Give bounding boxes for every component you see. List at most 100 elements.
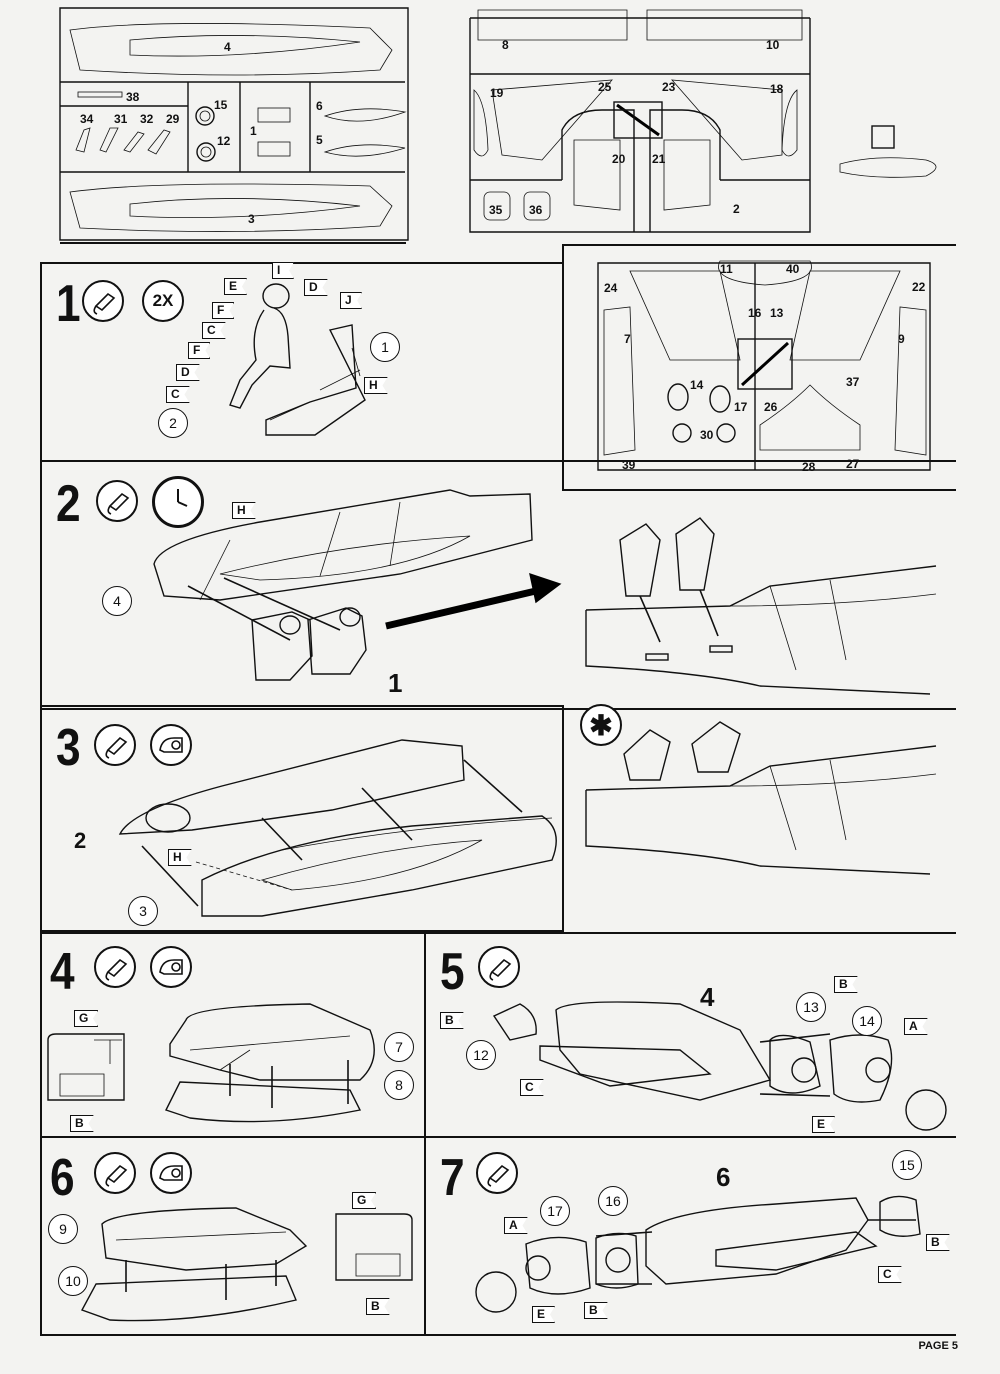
callout-part-4: 4 [102,586,132,616]
flag-G: G [74,1010,99,1027]
callout-part-3: 3 [128,896,158,926]
sprue-part-32: 32 [140,112,154,126]
glue-tube-icon [478,946,520,988]
sprue-part-11: 11 [720,262,733,276]
sprue-part-26: 26 [764,400,778,414]
sprue-part-1: 1 [250,124,257,138]
callout-part-12: 12 [466,1040,496,1070]
sprue-part-40: 40 [786,262,800,276]
sprue-part-2: 2 [733,202,740,216]
callout-part-14: 14 [852,1006,882,1036]
step1-number: 1 [56,275,81,333]
sprue-part-14: 14 [690,378,704,392]
sprue-part-7: 7 [624,332,631,346]
step1-pilot-and-seat [229,283,366,436]
step7-engine-pod [475,1195,921,1313]
sprue-frame-a [60,0,406,244]
step4-number: 4 [50,943,75,1001]
callout-part-16: 16 [598,1186,628,1216]
clamp-tape-icon [150,1152,192,1194]
step4-intake-detail [47,1033,125,1101]
sprue-part-24: 24 [604,281,618,295]
drying-clock-icon [152,476,204,528]
sprue-part-21: 21 [652,152,666,166]
step6-number: 6 [50,1149,75,1207]
sprue-part-17: 17 [734,400,748,414]
callout-part-9: 9 [48,1214,78,1244]
sprue-c-drawing [597,260,931,471]
sprue-part-20: 20 [612,152,626,166]
sprue-part-22: 22 [912,280,926,294]
optional-asterisk-icon: ✱ [580,704,622,746]
quantity-badge: 2X [142,280,184,322]
callout-part-2: 2 [158,408,188,438]
sprue-part-15: 15 [214,98,228,112]
step3-number: 3 [56,719,81,777]
sprue-part-38: 38 [126,90,140,104]
callout-part-8: 8 [384,1070,414,1100]
sprue-spare-parts [839,125,937,178]
sprue-part-36: 36 [529,203,543,217]
callout-part-1: 1 [370,332,400,362]
sprue-part-10: 10 [766,38,780,52]
sprue-a-drawing [59,7,409,241]
glue-tube-icon [94,946,136,988]
step7-number: 7 [440,1149,465,1207]
part-1-label: 1 [388,668,403,698]
step6-intake-detail [335,1213,413,1281]
sprue-part-34: 34 [80,112,94,126]
sprue-part-23: 23 [662,80,676,94]
step2-direction-arrow [385,572,562,630]
glue-tube-icon [476,1152,518,1194]
callout-part-10: 10 [58,1266,88,1296]
glue-tube-icon [96,480,138,522]
sprue-part-4: 4 [224,40,231,54]
clamp-tape-icon [150,724,192,766]
sprue-part-37: 37 [846,375,860,389]
step4-intake-assembly [165,1003,375,1123]
sprue-part-13: 13 [770,306,784,320]
sprue-part-9: 9 [898,332,905,346]
step2-result-view [585,517,937,695]
sprue-part-16: 16 [748,306,762,320]
sprue-part-31: 31 [114,112,128,126]
glue-tube-icon [82,280,124,322]
callout-part-17: 17 [540,1196,570,1226]
callout-part-13: 13 [796,992,826,1022]
sprue-frame-c [562,244,956,491]
sprue-part-25: 25 [598,80,612,94]
step5-number: 5 [440,943,465,1001]
sprue-part-35: 35 [489,203,503,217]
part-2-label: 2 [74,828,87,853]
sprue-part-18: 18 [770,82,784,96]
flag-I: I [272,262,294,279]
step2-fuselage-half [153,489,533,681]
page-number: PAGE 5 [918,1340,958,1352]
flag-F-top: F [212,302,235,319]
step2-panel [40,460,956,710]
optional-variant-view [585,721,937,875]
sprue-part-5: 5 [316,133,323,147]
sprue-part-8: 8 [502,38,509,52]
callout-part-15: 15 [892,1150,922,1180]
sprue-part-3: 3 [248,212,255,226]
sprue-part-30: 30 [700,428,714,442]
sprue-part-19: 19 [490,86,504,100]
step2-number: 2 [56,475,81,533]
step3-fuselage-assembly [118,739,557,917]
glue-tube-icon [94,724,136,766]
sprue-part-29: 29 [166,112,180,126]
sprue-b-drawing [469,9,811,233]
part-6-label: 6 [716,1162,731,1192]
sprue-part-6: 6 [316,99,323,113]
sprue-part-12: 12 [217,134,231,148]
clamp-tape-icon [150,946,192,988]
part-4-label: 4 [700,982,715,1012]
step3-panel [40,705,564,932]
sprue-part-28: 28 [802,460,816,474]
step6-intake-assembly [80,1207,308,1322]
step7-panel [424,1136,956,1336]
flag-B: B [70,1115,94,1132]
glue-tube-icon [94,1152,136,1194]
callout-part-7: 7 [384,1032,414,1062]
